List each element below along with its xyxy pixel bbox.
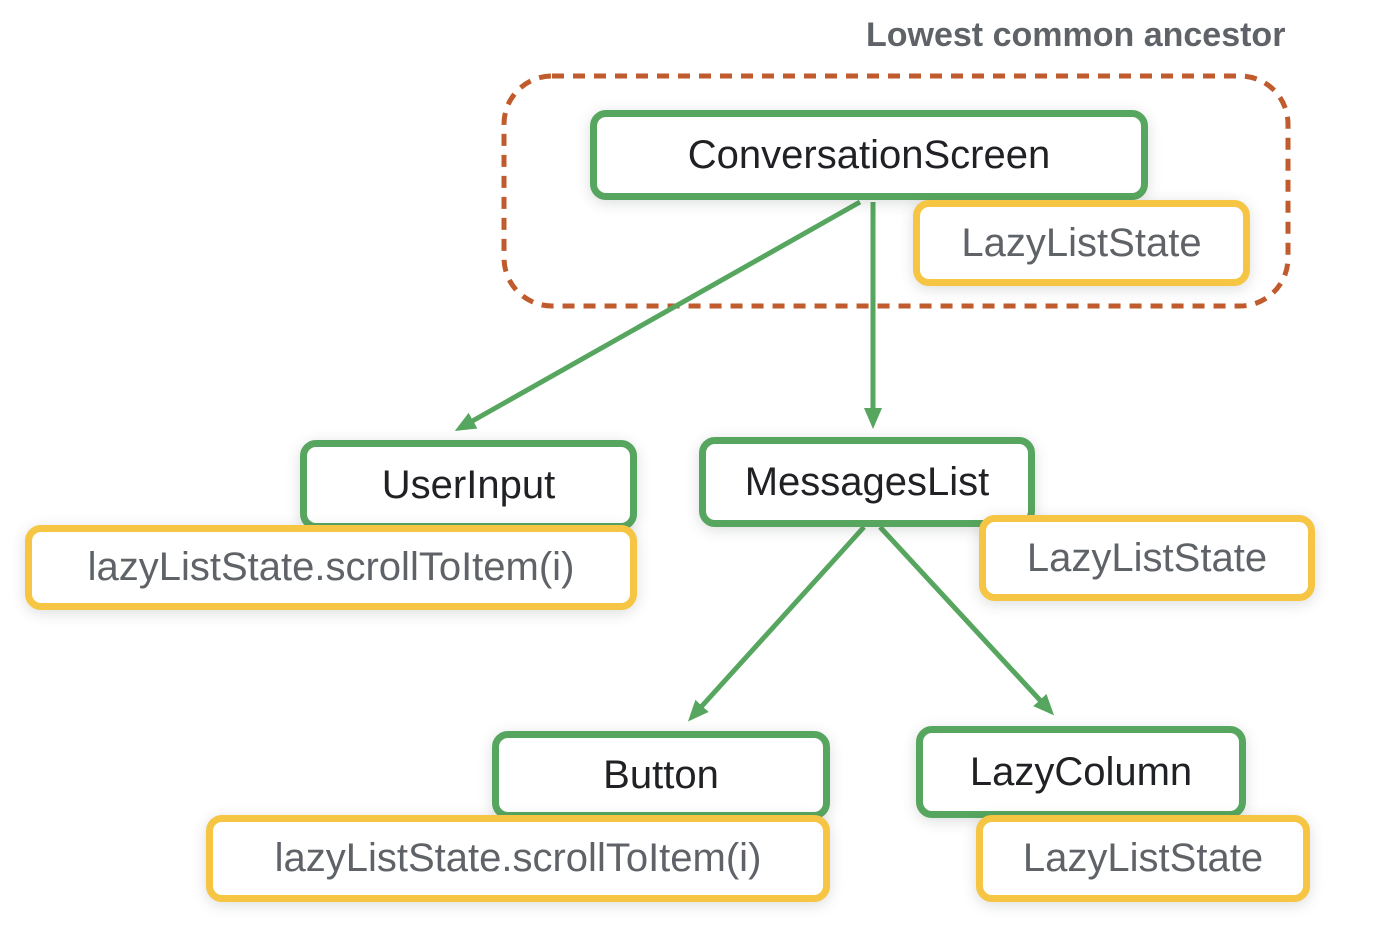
edge-conversationscreen-userinput: [454, 199, 862, 431]
event-label: lazyListState.scrollToItem(i): [274, 836, 762, 880]
event-label: lazyListState.scrollToItem(i): [87, 545, 575, 589]
state-box-messageslist-lazyliststate: LazyListState: [979, 515, 1315, 601]
state-box-lazycolumn-lazyliststate: LazyListState: [976, 815, 1310, 902]
node-userinput: UserInput: [300, 440, 637, 530]
event-box-userinput-scrolltoitem: lazyListState.scrollToItem(i): [25, 525, 637, 610]
node-label: LazyColumn: [969, 749, 1193, 794]
lowest-common-ancestor-title: Lowest common ancestor: [866, 16, 1286, 54]
event-box-button-scrolltoitem: lazyListState.scrollToItem(i): [206, 815, 830, 902]
node-label: Button: [603, 752, 719, 797]
node-conversationscreen: ConversationScreen: [590, 110, 1148, 200]
node-label: UserInput: [381, 462, 556, 507]
node-lazycolumn: LazyColumn: [916, 726, 1246, 818]
state-label: LazyListState: [1026, 535, 1268, 580]
state-box-conversationscreen-lazyliststate: LazyListState: [913, 200, 1250, 286]
node-label: ConversationScreen: [687, 132, 1051, 177]
node-messageslist: MessagesList: [699, 437, 1035, 527]
state-label: LazyListState: [961, 220, 1202, 265]
node-button: Button: [492, 731, 830, 819]
lowest-common-ancestor-outline: [501, 73, 1291, 309]
state-label: LazyListState: [1022, 836, 1264, 880]
node-label: MessagesList: [744, 459, 990, 504]
edge-messageslist-lazycolumn: [878, 525, 1055, 716]
edge-messageslist-button: [687, 525, 866, 722]
